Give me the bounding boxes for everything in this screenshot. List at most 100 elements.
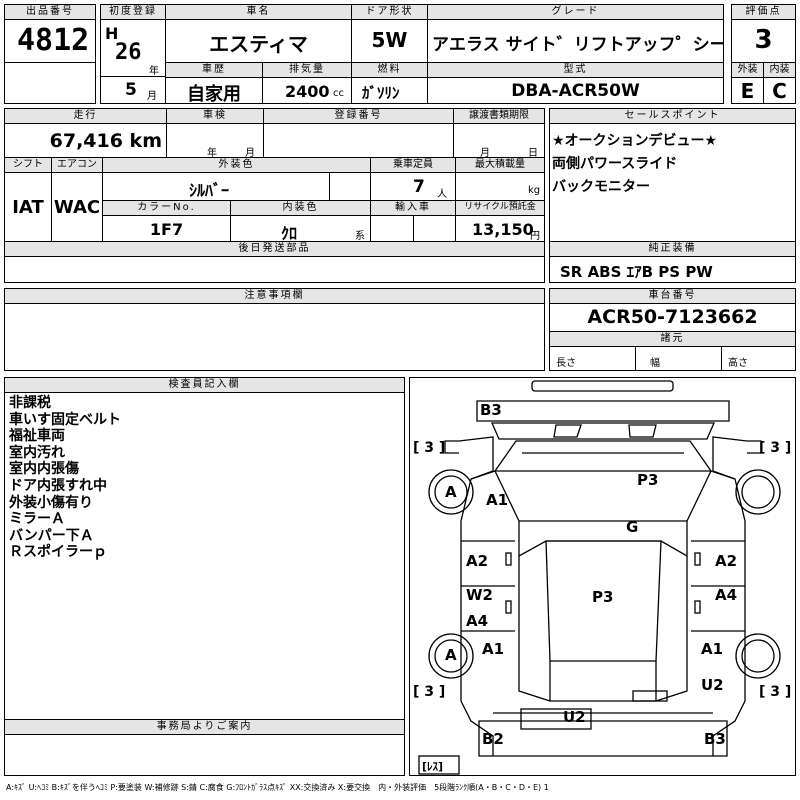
recycle-header: リサイクル預託金 xyxy=(455,200,545,216)
color-cell: ｼﾙﾊﾞｰ xyxy=(102,172,371,201)
color-divider xyxy=(329,173,330,200)
recycle-fee: 13,150 xyxy=(472,220,534,239)
inspector-line: 室内汚れ xyxy=(9,444,65,461)
capacity: 7 xyxy=(413,177,425,197)
fuel-header: 燃料 xyxy=(351,62,428,78)
inspector-line: 非課税 xyxy=(9,395,51,411)
inspection-header: 車検 xyxy=(166,108,264,124)
color-header: 外装色 xyxy=(102,157,371,173)
notes-cell xyxy=(4,303,545,371)
grade: アエラス サイト゛リフトアッフ゜シート xyxy=(432,35,724,55)
displacement-header: 排気量 xyxy=(262,62,352,78)
transfer-cell: 月 日 xyxy=(453,123,545,158)
import-header: 輸入車 xyxy=(370,200,456,216)
office-header: 事務局よりご案内 xyxy=(4,719,405,735)
height-cell: 高さ xyxy=(721,346,796,371)
displacement-unit: cc xyxy=(333,88,344,99)
sales-point-line: バックモニター xyxy=(552,179,650,195)
tire-score-rr: [ 3 ] xyxy=(759,684,792,700)
reg-number-cell xyxy=(263,123,454,158)
label-u2-right: U2 xyxy=(701,676,724,694)
era-letter: H xyxy=(105,24,119,43)
fuel: ｶﾞｿﾘﾝ xyxy=(362,84,400,102)
load-header: 最大積載量 xyxy=(455,157,545,173)
interior-score-cell: C xyxy=(763,77,796,104)
inspection-month-unit: 月 xyxy=(245,148,255,158)
label-p3-center: P3 xyxy=(592,588,614,606)
spare-label: [ﾚｽ] xyxy=(422,760,444,773)
sales-point-line: 両側パワースライド xyxy=(552,156,678,172)
score-cell: 3 xyxy=(731,19,796,63)
model-cell: DBA-ACR50W xyxy=(427,77,724,104)
color-number: 1F7 xyxy=(149,220,184,239)
inspector-header: 検査員記入欄 xyxy=(4,377,405,393)
shift-header: シフト xyxy=(4,157,52,173)
door-type: 5W xyxy=(371,28,408,52)
label-a1-rear-left: A1 xyxy=(482,640,505,658)
capacity-unit: 人 xyxy=(437,189,447,200)
label-a2-right: A2 xyxy=(715,552,738,570)
score-header: 評価点 xyxy=(731,4,796,20)
transfer-header: 譲渡書類期限 xyxy=(453,108,545,124)
aircon: WAC xyxy=(53,197,101,218)
inspector-line: 室内内張傷 xyxy=(9,461,79,478)
chassis-cell: ACR50-7123662 xyxy=(549,303,796,332)
interior-score: C xyxy=(772,79,787,103)
transfer-day-unit: 日 xyxy=(528,148,538,158)
interior-header: 内装 xyxy=(763,62,796,78)
equipment: SR ABS ｴｱB PS PW xyxy=(560,263,713,281)
displacement: 2400 xyxy=(285,82,330,101)
history-cell: 自家用 xyxy=(165,77,263,104)
car-diagram-drawing xyxy=(418,380,781,775)
capacity-header: 乗車定員 xyxy=(370,157,456,173)
displacement-cell: 2400 cc xyxy=(262,77,352,104)
label-a2-left: A2 xyxy=(466,552,489,570)
label-p3-roof: P3 xyxy=(637,471,659,489)
label-a4-right: A4 xyxy=(715,586,738,604)
aircon-cell: WAC xyxy=(51,172,103,242)
first-reg-month-cell: 5 月 xyxy=(100,76,166,104)
notes-header: 注意事項欄 xyxy=(4,288,545,304)
length-label: 長さ xyxy=(556,358,576,369)
car-name-header: 車名 xyxy=(165,4,352,20)
lot-spacer xyxy=(4,62,96,104)
lot-number-cell: 4812 xyxy=(4,19,96,63)
shift-cell: IAT xyxy=(4,172,52,242)
width-label: 幅 xyxy=(650,358,660,369)
inspector-line: 福祉車両 xyxy=(9,428,65,445)
label-u2-bottom: U2 xyxy=(563,708,586,726)
label-a1-front-left: A1 xyxy=(486,491,509,509)
sales-point-cell: ★オークションデビュー★ 両側パワースライド バックモニター xyxy=(549,123,796,242)
inspector-line: 外装小傷有り xyxy=(9,494,93,511)
inspector-comments: 非課税 車いす固定ベルト 福祉車両 室内汚れ 室内内張傷 ドア内張すれ中 外装小… xyxy=(4,392,405,720)
inspection-year-unit: 年 xyxy=(207,148,217,158)
inspector-line: Ｒスポイラーｐ xyxy=(9,544,107,561)
interior-color-cell: ｸﾛ 系 xyxy=(230,215,371,242)
inspector-line: バンパー下Ａ xyxy=(9,527,94,544)
grade-cell: アエラス サイト゛リフトアッフ゜シート xyxy=(427,19,724,63)
exterior-color: ｼﾙﾊﾞｰ xyxy=(189,181,230,200)
label-b3-rear: B3 xyxy=(704,730,726,748)
label-a-rear-wheel: A xyxy=(445,646,457,664)
interior-color-header: 内装色 xyxy=(230,200,371,216)
label-b2-rear: B2 xyxy=(482,730,504,748)
door-header: ドア形状 xyxy=(351,4,428,20)
mileage-cell: 67,416 km xyxy=(4,123,167,158)
first-reg-year-cell: H 26 年 xyxy=(100,19,166,77)
tire-score-fl: [ 3 ] xyxy=(413,440,446,456)
year-unit: 年 xyxy=(149,66,159,77)
mileage-header: 走行 xyxy=(4,108,167,124)
equipment-cell: SR ABS ｴｱB PS PW xyxy=(549,256,796,283)
reg-month: 5 xyxy=(125,80,137,100)
tire-score-fr: [ 3 ] xyxy=(759,440,792,456)
lot-number-header: 出品番号 xyxy=(4,4,96,20)
dims-header: 諸元 xyxy=(549,331,796,347)
door-cell: 5W xyxy=(351,19,428,63)
colorno-header: カラーNo. xyxy=(102,200,231,216)
load-unit: kg xyxy=(528,185,541,196)
load-cell: kg xyxy=(455,172,545,201)
length-cell: 長さ xyxy=(549,346,636,371)
sales-point-line: ★オークションデビュー★ xyxy=(552,133,718,149)
legend: A:ｷｽﾞ U:ﾍｺﾐ B:ｷｽﾞを伴うﾍｺﾐ P:要塗装 W:補修跡 S:錆 … xyxy=(6,783,549,792)
interior-color: ｸﾛ xyxy=(281,224,298,242)
